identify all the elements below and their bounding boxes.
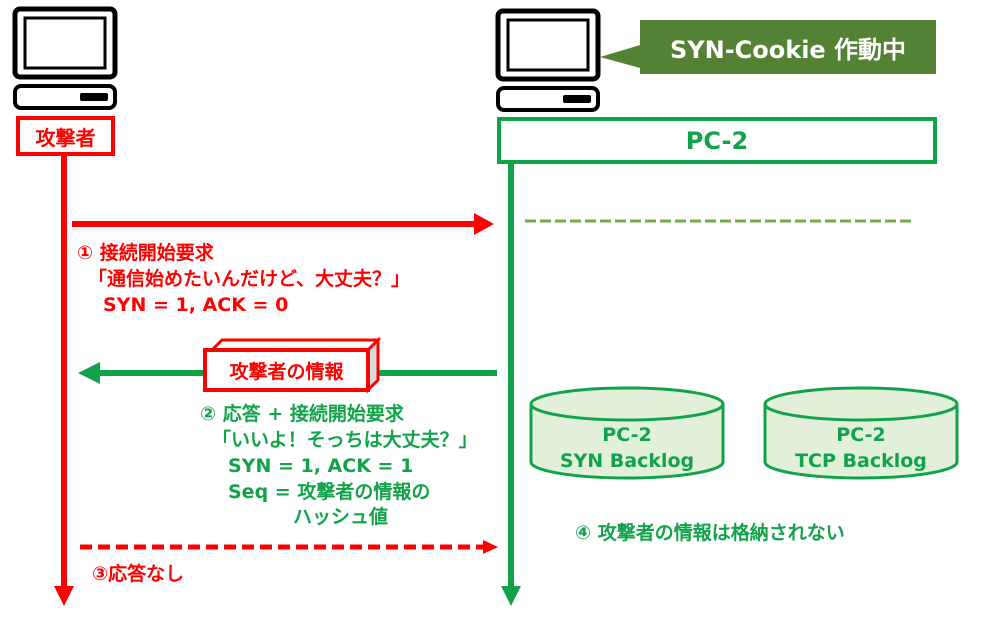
tcp-backlog-line2: TCP Backlog: [795, 450, 927, 472]
server-label-box: PC-2: [497, 117, 937, 164]
packet-box-label: 攻撃者の情報: [229, 360, 344, 383]
attacker-lifeline-arrowhead: [54, 586, 74, 606]
step1-flags: SYN = 1, ACK = 0: [103, 294, 289, 316]
tcp-backlog-label: PC-2 TCP Backlog: [765, 422, 957, 474]
syn-arrowhead: [474, 213, 494, 235]
step1-quote: 「通信始めたいんだけど、大丈夫？」: [88, 268, 411, 290]
server-computer-icon: [495, 8, 601, 112]
syn-cookie-callout-text: SYN-Cookie 作動中: [669, 35, 907, 64]
tcp-backlog-line1: PC-2: [836, 424, 886, 446]
syn-backlog-label: PC-2 SYN Backlog: [531, 422, 723, 474]
syn-cookie-callout: SYN-Cookie 作動中: [640, 20, 936, 74]
step1-title: ① 接続開始要求: [77, 242, 214, 264]
step2-seq-line2: ハッシュ値: [293, 506, 389, 528]
step2-title: ② 応答 + 接続開始要求: [200, 403, 404, 425]
server-label: PC-2: [685, 126, 749, 155]
syn-backlog-line2: SYN Backlog: [559, 450, 695, 472]
attacker-label-box: 攻撃者: [16, 116, 115, 156]
syn-backlog-line1: PC-2: [602, 424, 652, 446]
step3-title: ③応答なし: [92, 563, 185, 585]
step4-title: ④ 攻撃者の情報は格納されない: [575, 522, 845, 544]
attacker-computer-icon: [12, 6, 118, 110]
server-lifeline-arrowhead: [501, 586, 521, 606]
step2-quote: 「いいよ！そっちは大丈夫？」: [212, 429, 478, 451]
step2-seq-line1: Seq = 攻撃者の情報の: [228, 481, 431, 503]
tcp-backlog-cylinder: [763, 386, 959, 480]
packet-box-3d: [203, 336, 382, 394]
syn-ack-arrowhead: [78, 362, 100, 384]
callout-pointer: [600, 45, 640, 68]
syn-backlog-cylinder: [529, 386, 725, 480]
no-response-arrowhead: [483, 540, 498, 554]
attacker-label: 攻撃者: [35, 125, 96, 150]
step2-flags: SYN = 1, ACK = 1: [228, 455, 414, 477]
